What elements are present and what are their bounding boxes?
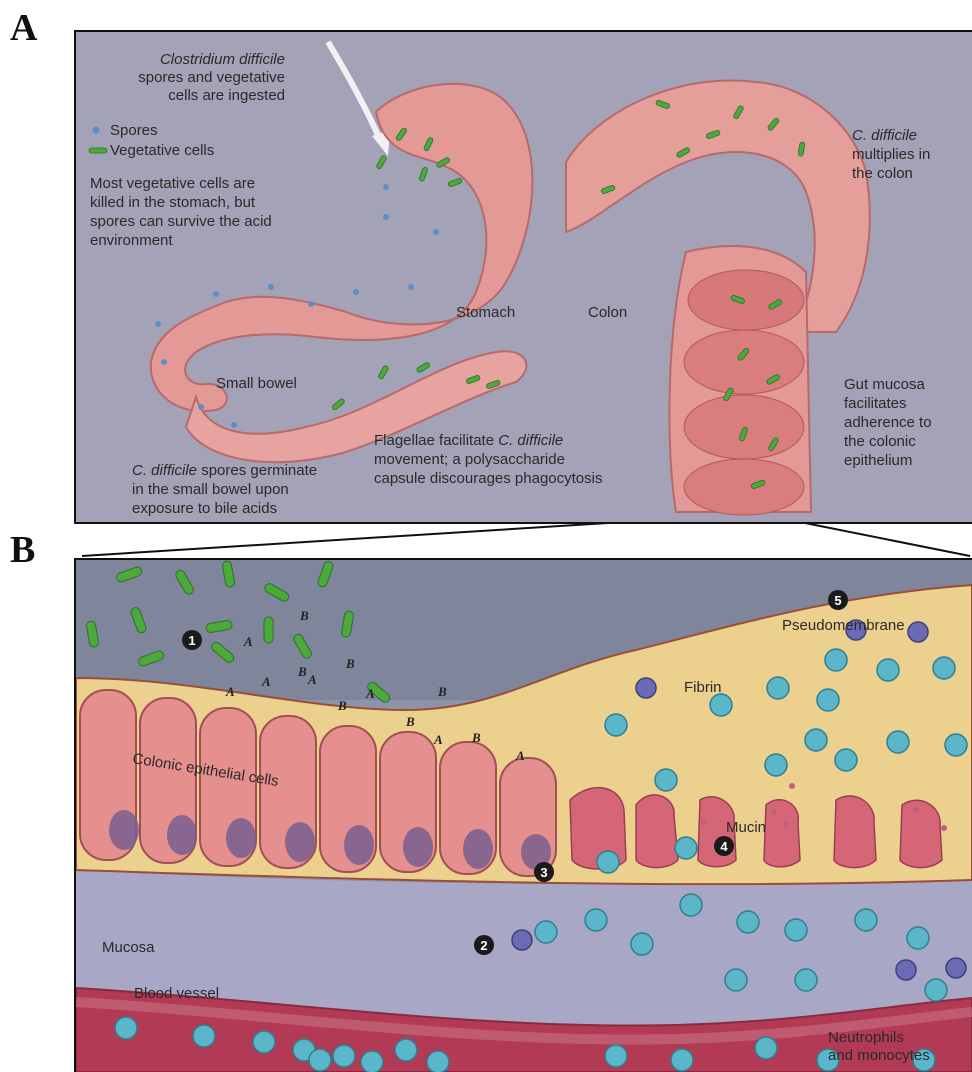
stomach-label: Stomach: [456, 304, 515, 321]
killed-line3: spores can survive the acid: [90, 213, 272, 230]
mucosa-line1: Gut mucosa: [844, 376, 926, 393]
mucosa-line4: the colonic: [844, 433, 916, 450]
svg-text:B: B: [437, 684, 447, 699]
killed-line1: Most vegetative cells are: [90, 175, 255, 192]
small-bowel-label: Small bowel: [216, 375, 297, 392]
germinate-line3: exposure to bile acids: [132, 500, 277, 517]
marker-5: 5: [828, 590, 848, 610]
killed-line4: environment: [90, 232, 173, 249]
svg-text:B: B: [405, 714, 415, 729]
killed-line2: killed in the stomach, but: [90, 194, 256, 211]
germinate-line2: in the small bowel upon: [132, 481, 289, 498]
panel-b: A A A B B A B B B A B A B A 1 2 3 4 5 Ps…: [74, 558, 972, 1072]
legend-spore-icon: [93, 127, 100, 134]
germinate-line1: C. difficile spores germinate: [132, 462, 317, 479]
svg-text:5: 5: [834, 593, 841, 608]
svg-text:B: B: [297, 664, 307, 679]
svg-text:A: A: [433, 732, 443, 747]
legend-vegetative-icon: [89, 148, 107, 153]
mucosa-label: Mucosa: [102, 939, 155, 956]
ingest-line2: spores and vegetative: [138, 69, 285, 86]
multiplies-line1: C. difficile: [852, 127, 917, 144]
svg-text:A: A: [261, 674, 271, 689]
svg-text:B: B: [337, 698, 347, 713]
svg-text:3: 3: [540, 865, 547, 880]
pseudomembrane-label: Pseudomembrane: [782, 617, 905, 634]
panel-a: Spores Vegetative cells Clostridium diff…: [74, 30, 972, 524]
svg-text:B: B: [299, 608, 309, 623]
svg-text:B: B: [471, 730, 481, 745]
mucosa-line2: facilitates: [844, 395, 907, 412]
svg-text:A: A: [307, 672, 317, 687]
marker-2: 2: [474, 935, 494, 955]
neutrophils-line2: and monocytes: [828, 1047, 930, 1064]
flagellae-line1: Flagellae facilitate C. difficile: [374, 432, 563, 449]
ingest-line1: Clostridium difficile: [160, 51, 285, 68]
svg-text:A: A: [365, 686, 375, 701]
fibrin-label: Fibrin: [684, 679, 722, 696]
svg-text:4: 4: [720, 839, 728, 854]
flagellae-line2: movement; a polysaccharide: [374, 451, 565, 468]
mucin-label: Mucin: [726, 819, 766, 836]
digestive-tract-diagram: Spores Vegetative cells Clostridium diff…: [76, 32, 972, 522]
colonic-tissue-diagram: A A A B B A B B B A B A B A 1 2 3 4 5 Ps…: [76, 560, 972, 1072]
flagellae-line3: capsule discourages phagocytosis: [374, 470, 602, 487]
legend-spores-label: Spores: [110, 122, 158, 139]
legend-vegetative-label: Vegetative cells: [110, 142, 214, 159]
svg-text:A: A: [243, 634, 253, 649]
ingest-line3: cells are ingested: [168, 87, 285, 104]
svg-text:B: B: [345, 656, 355, 671]
multiplies-line3: the colon: [852, 165, 913, 182]
svg-text:2: 2: [480, 938, 487, 953]
marker-4: 4: [714, 836, 734, 856]
svg-text:A: A: [515, 748, 525, 763]
svg-text:1: 1: [188, 633, 195, 648]
mucosa-line3: adherence to: [844, 414, 932, 431]
svg-text:A: A: [225, 684, 235, 699]
marker-1: 1: [182, 630, 202, 650]
multiplies-line2: multiplies in: [852, 146, 930, 163]
colon-label: Colon: [588, 304, 627, 321]
mucosa-line5: epithelium: [844, 452, 912, 469]
blood-vessel-label: Blood vessel: [134, 985, 219, 1002]
marker-3: 3: [534, 862, 554, 882]
neutrophils-line1: Neutrophils: [828, 1029, 904, 1046]
